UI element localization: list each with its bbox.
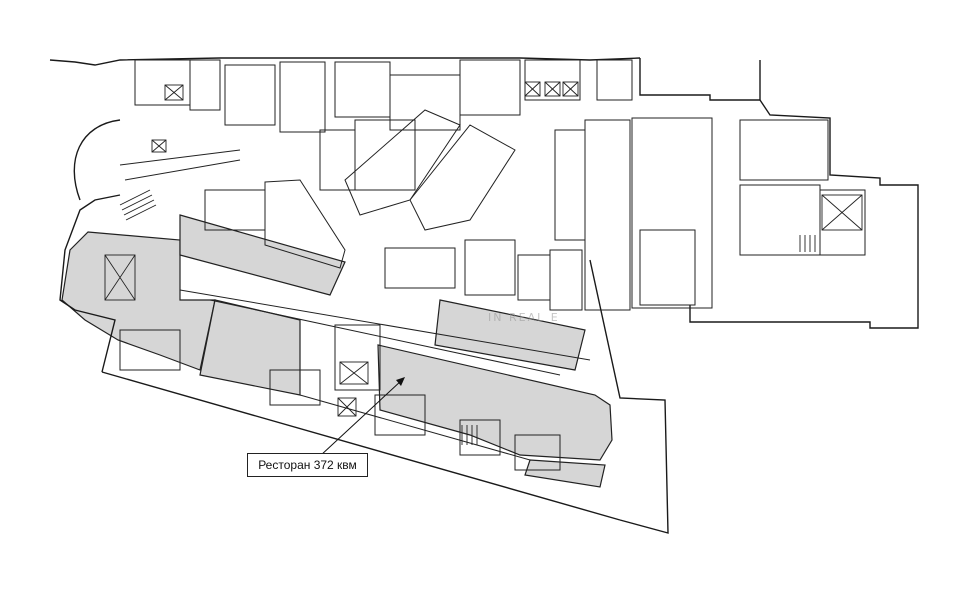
room-mid-3 [549, 249, 583, 311]
room-center-2 [319, 129, 356, 191]
diagonal-block-1 [344, 109, 461, 216]
stair-west [119, 189, 157, 221]
room-east-5 [819, 189, 866, 256]
elevator-2 [151, 139, 167, 153]
room-east-2 [631, 117, 713, 309]
outline-southeast-tail [589, 259, 669, 534]
room-east-1 [584, 119, 631, 311]
stair-east [799, 235, 816, 252]
elevator-3 [524, 81, 541, 97]
room-center-3 [204, 189, 266, 231]
room-mid-4 [384, 247, 456, 289]
room-top-6 [389, 74, 461, 131]
outline-west [59, 194, 121, 373]
room-south-5 [514, 434, 561, 471]
room-south-1 [119, 329, 181, 371]
stair-central [461, 425, 478, 445]
outline-east [689, 99, 919, 329]
highlight-main-hall [377, 344, 613, 461]
room-top-5 [334, 61, 391, 118]
elevator-4 [544, 81, 561, 97]
room-mid-1 [464, 239, 516, 296]
divider-lower [209, 299, 561, 376]
room-south-2 [269, 369, 321, 406]
highlight-block-left [61, 231, 216, 371]
room-top-9 [596, 59, 633, 101]
divider-upper [179, 289, 591, 361]
room-east-4 [739, 184, 821, 256]
diagonal-block-2 [409, 124, 516, 231]
outline-south [101, 371, 621, 521]
corridor-line-2 [124, 159, 241, 181]
room-top-3 [224, 64, 276, 126]
room-top-1 [134, 59, 191, 106]
room-south-4 [459, 419, 501, 456]
highlight-strip-bottom [524, 459, 606, 488]
elevator-9 [337, 397, 357, 417]
elevator-5 [562, 81, 579, 97]
highlight-corridor-upper [179, 214, 346, 296]
corridor-line-1 [119, 149, 241, 166]
outline-north-right [639, 58, 761, 101]
highlighted-area [61, 214, 613, 488]
room-top-8 [524, 59, 581, 101]
room-south-3 [374, 394, 426, 436]
room-east-3 [739, 119, 829, 181]
elevator-7 [339, 361, 369, 385]
interior-walls [119, 59, 866, 471]
outline-west-curve [73, 119, 121, 201]
building-outline [49, 57, 919, 534]
room-atrium [264, 179, 346, 269]
callout-leader-line [319, 379, 403, 457]
outline-north-left [49, 57, 641, 66]
stair-elevator-symbols [104, 81, 863, 445]
elevator-6 [104, 254, 136, 301]
room-top-7 [459, 59, 521, 116]
elevator-1 [164, 84, 184, 101]
room-lobby [334, 324, 381, 391]
highlight-block-center [199, 299, 301, 396]
room-top-4 [279, 61, 326, 133]
room-mid-2 [517, 254, 551, 301]
room-service-1 [554, 129, 586, 241]
elevator-8 [821, 194, 863, 231]
callout-label: Ресторан 372 квм [247, 453, 368, 477]
watermark-text: IN REAL E [488, 311, 560, 324]
room-top-2 [189, 59, 221, 111]
room-east-6 [639, 229, 696, 306]
callout-arrowhead [396, 377, 405, 386]
